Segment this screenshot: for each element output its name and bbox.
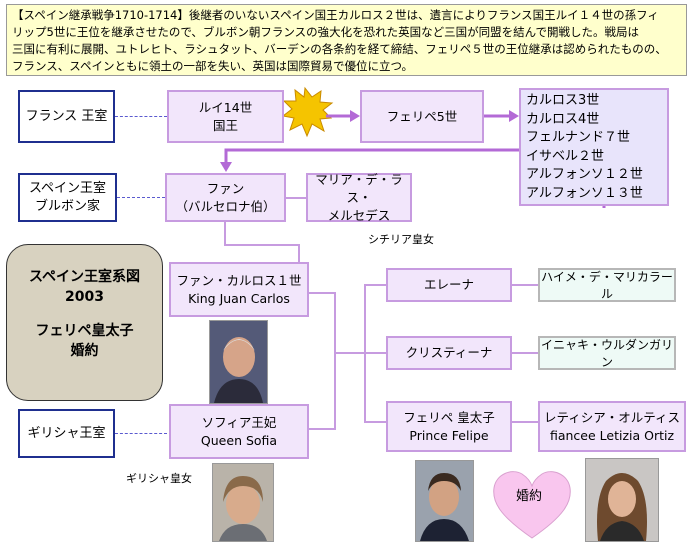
label-sicily: シチリア皇女 xyxy=(368,233,434,246)
person-letizia: レティシア・オルティス fiancee Letizia Ortiz xyxy=(538,401,686,452)
person-elena: エレーナ xyxy=(386,268,512,302)
house-spain-line2: ブルボン家 xyxy=(34,198,100,214)
connector-cristina xyxy=(364,352,386,354)
house-spain: スペイン王室 ブルボン家 xyxy=(18,173,117,222)
letizia-line2: fiancee Letizia Ortiz xyxy=(549,427,675,443)
note-line-2: リップ5世に王位を継承させたので、ブルボン朝フランスの強大化を恐れた英国など三国… xyxy=(12,25,640,39)
sofia-line1: ソフィア王妃 xyxy=(201,414,277,430)
connector-felipe-spouse xyxy=(512,421,538,423)
house-spain-line1: スペイン王室 xyxy=(28,180,107,196)
connector-sofia xyxy=(309,428,336,430)
inaki-label: イニャキ・ウルダンガリン xyxy=(540,338,673,369)
dash-france xyxy=(115,116,167,117)
note-line-4: フランス、スペインともに領土の一部を失い、英国は国際貿易で優位に立つ。 xyxy=(12,59,414,73)
history-note: 【スペイン継承戦争1710-1714】後継者のいないスペイン国王カルロス２世は、… xyxy=(6,4,687,76)
title-box: スペイン王室系図 2003 フェリペ皇太子 婚約 xyxy=(6,244,163,401)
engagement-label: 婚約 xyxy=(516,489,543,504)
person-louis14: ルイ14世 国王 xyxy=(167,90,284,143)
connector-to-juancarlos xyxy=(298,244,300,262)
person-felipe5: フェリペ5世 xyxy=(360,90,484,143)
photo-sofia xyxy=(212,463,274,542)
starburst-icon xyxy=(281,86,334,138)
house-france: フランス 王室 xyxy=(18,90,115,143)
house-greece-label: ギリシャ王室 xyxy=(27,425,106,441)
connector-elena-spouse xyxy=(512,284,538,286)
person-maria: マリア・デ・ラス・ メルセデス xyxy=(306,171,412,223)
king-item: アルフォンソ１３世 xyxy=(526,185,643,201)
juancarlos-line2: King Juan Carlos xyxy=(188,290,290,306)
felipe5-label: フェリペ5世 xyxy=(386,108,458,124)
portrait-icon xyxy=(586,459,658,541)
connector-elena xyxy=(364,284,386,286)
juan-line1: ファン xyxy=(206,180,245,196)
king-item: カルロス4世 xyxy=(526,111,600,127)
louis-line1: ルイ14世 xyxy=(198,99,253,115)
portrait-icon xyxy=(213,464,273,541)
king-item: フェルナンド７世 xyxy=(526,130,631,145)
title-line4: 婚約 xyxy=(70,343,99,359)
note-line-1: 【スペイン継承戦争1710-1714】後継者のいないスペイン国王カルロス２世は、… xyxy=(12,8,659,22)
portrait-icon xyxy=(416,461,473,541)
photo-felipe xyxy=(415,460,474,542)
king-item: アルフォンソ１２世 xyxy=(526,167,643,182)
photo-letizia xyxy=(585,458,659,542)
king-item: カルロス3世 xyxy=(526,93,600,108)
connector-trunk xyxy=(334,292,336,430)
title-line3: フェリペ皇太子 xyxy=(35,323,134,339)
arrow-head-kings xyxy=(509,110,519,122)
connector-felipe xyxy=(364,421,386,423)
person-juancarlos: ファン・カルロス１世 King Juan Carlos xyxy=(169,262,309,317)
jaime-label: ハイメ・デ・マリカラール xyxy=(541,270,673,301)
sofia-line2: Queen Sofia xyxy=(200,432,278,448)
juan-line2: （バルセロナ伯） xyxy=(175,198,276,214)
heart-icon xyxy=(493,471,571,539)
person-juan: ファン （バルセロナ伯） xyxy=(165,173,286,222)
person-cristina: クリスティーナ xyxy=(386,336,512,370)
letizia-line1: レティシア・オルティス xyxy=(543,409,680,425)
louis-line2: 国王 xyxy=(212,117,238,133)
kings-list: カルロス3世 カルロス4世 フェルナンド７世 イサベル２世 アルフォンソ１２世 … xyxy=(519,88,669,206)
arrow-head-felipe5 xyxy=(350,110,360,122)
arrow-head-juan xyxy=(220,162,232,172)
connector-parents-down xyxy=(224,222,226,246)
dash-spain xyxy=(117,197,165,198)
dash-greece xyxy=(115,433,167,434)
cristina-label: クリスティーナ xyxy=(405,345,493,360)
person-sofia: ソフィア王妃 Queen Sofia xyxy=(169,404,309,459)
felipe-line2: Prince Felipe xyxy=(409,427,489,443)
connector-children-join xyxy=(334,352,364,354)
connector-juan-maria xyxy=(286,197,306,199)
house-france-label: フランス 王室 xyxy=(25,108,108,124)
king-item: イサベル２世 xyxy=(526,148,605,164)
portrait-icon xyxy=(210,321,267,403)
connector-parents-bar xyxy=(224,244,300,246)
note-line-3: 三国に有利に展開、ユトレヒト、ラシュタット、バーデンの各条約を経て締結、フェリペ… xyxy=(12,42,667,56)
house-greece: ギリシャ王室 xyxy=(18,409,115,458)
maria-line1: マリア・デ・ラス・ xyxy=(315,171,403,205)
felipe-line1: フェリペ 皇太子 xyxy=(403,409,495,425)
spouse-jaime: ハイメ・デ・マリカラール xyxy=(538,268,676,302)
title-line2: 2003 xyxy=(65,289,104,305)
elena-label: エレーナ xyxy=(423,277,474,292)
photo-juancarlos xyxy=(209,320,268,404)
connector-juancarlos xyxy=(309,292,336,294)
spouse-inaki: イニャキ・ウルダンガリン xyxy=(538,336,676,370)
title-line1: スペイン王室系図 xyxy=(28,269,141,285)
person-felipe: フェリペ 皇太子 Prince Felipe xyxy=(386,401,512,452)
juancarlos-line1: ファン・カルロス１世 xyxy=(176,272,302,288)
label-greek-princess: ギリシャ皇女 xyxy=(126,472,192,485)
maria-line2: メルセデス xyxy=(327,207,391,223)
connector-cristina-spouse xyxy=(512,352,538,354)
